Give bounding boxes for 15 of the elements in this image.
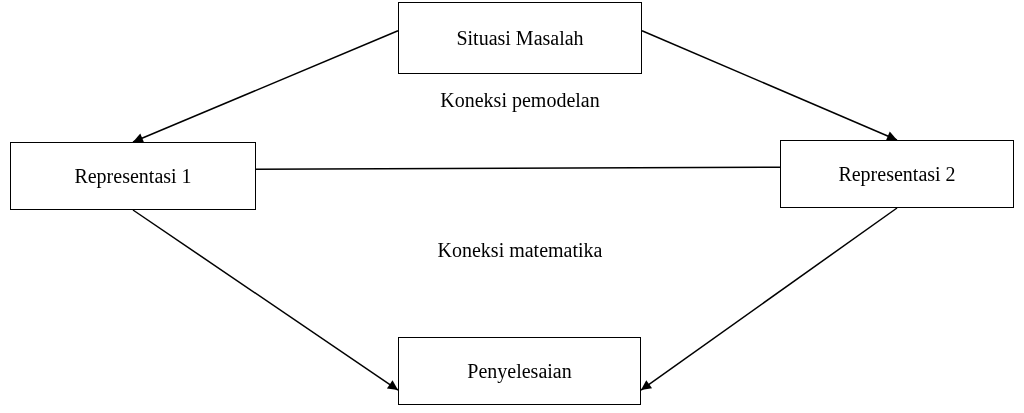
process-box <box>780 140 1014 208</box>
arrow <box>640 207 898 391</box>
process-box <box>398 2 642 74</box>
node-label: Penyelesaian <box>467 359 572 383</box>
annotation-text: Koneksi pemodelan <box>440 88 600 112</box>
process-box <box>10 142 256 210</box>
node-label: Situasi Masalah <box>456 26 584 50</box>
node-label: Representasi 1 <box>74 164 192 188</box>
arrow <box>132 209 399 391</box>
connector-line <box>255 166 781 170</box>
node-label: Representasi 2 <box>838 162 956 186</box>
process-box <box>398 337 641 405</box>
arrow <box>132 30 399 143</box>
annotation-text: Koneksi matematika <box>437 238 603 262</box>
arrow <box>641 30 898 141</box>
